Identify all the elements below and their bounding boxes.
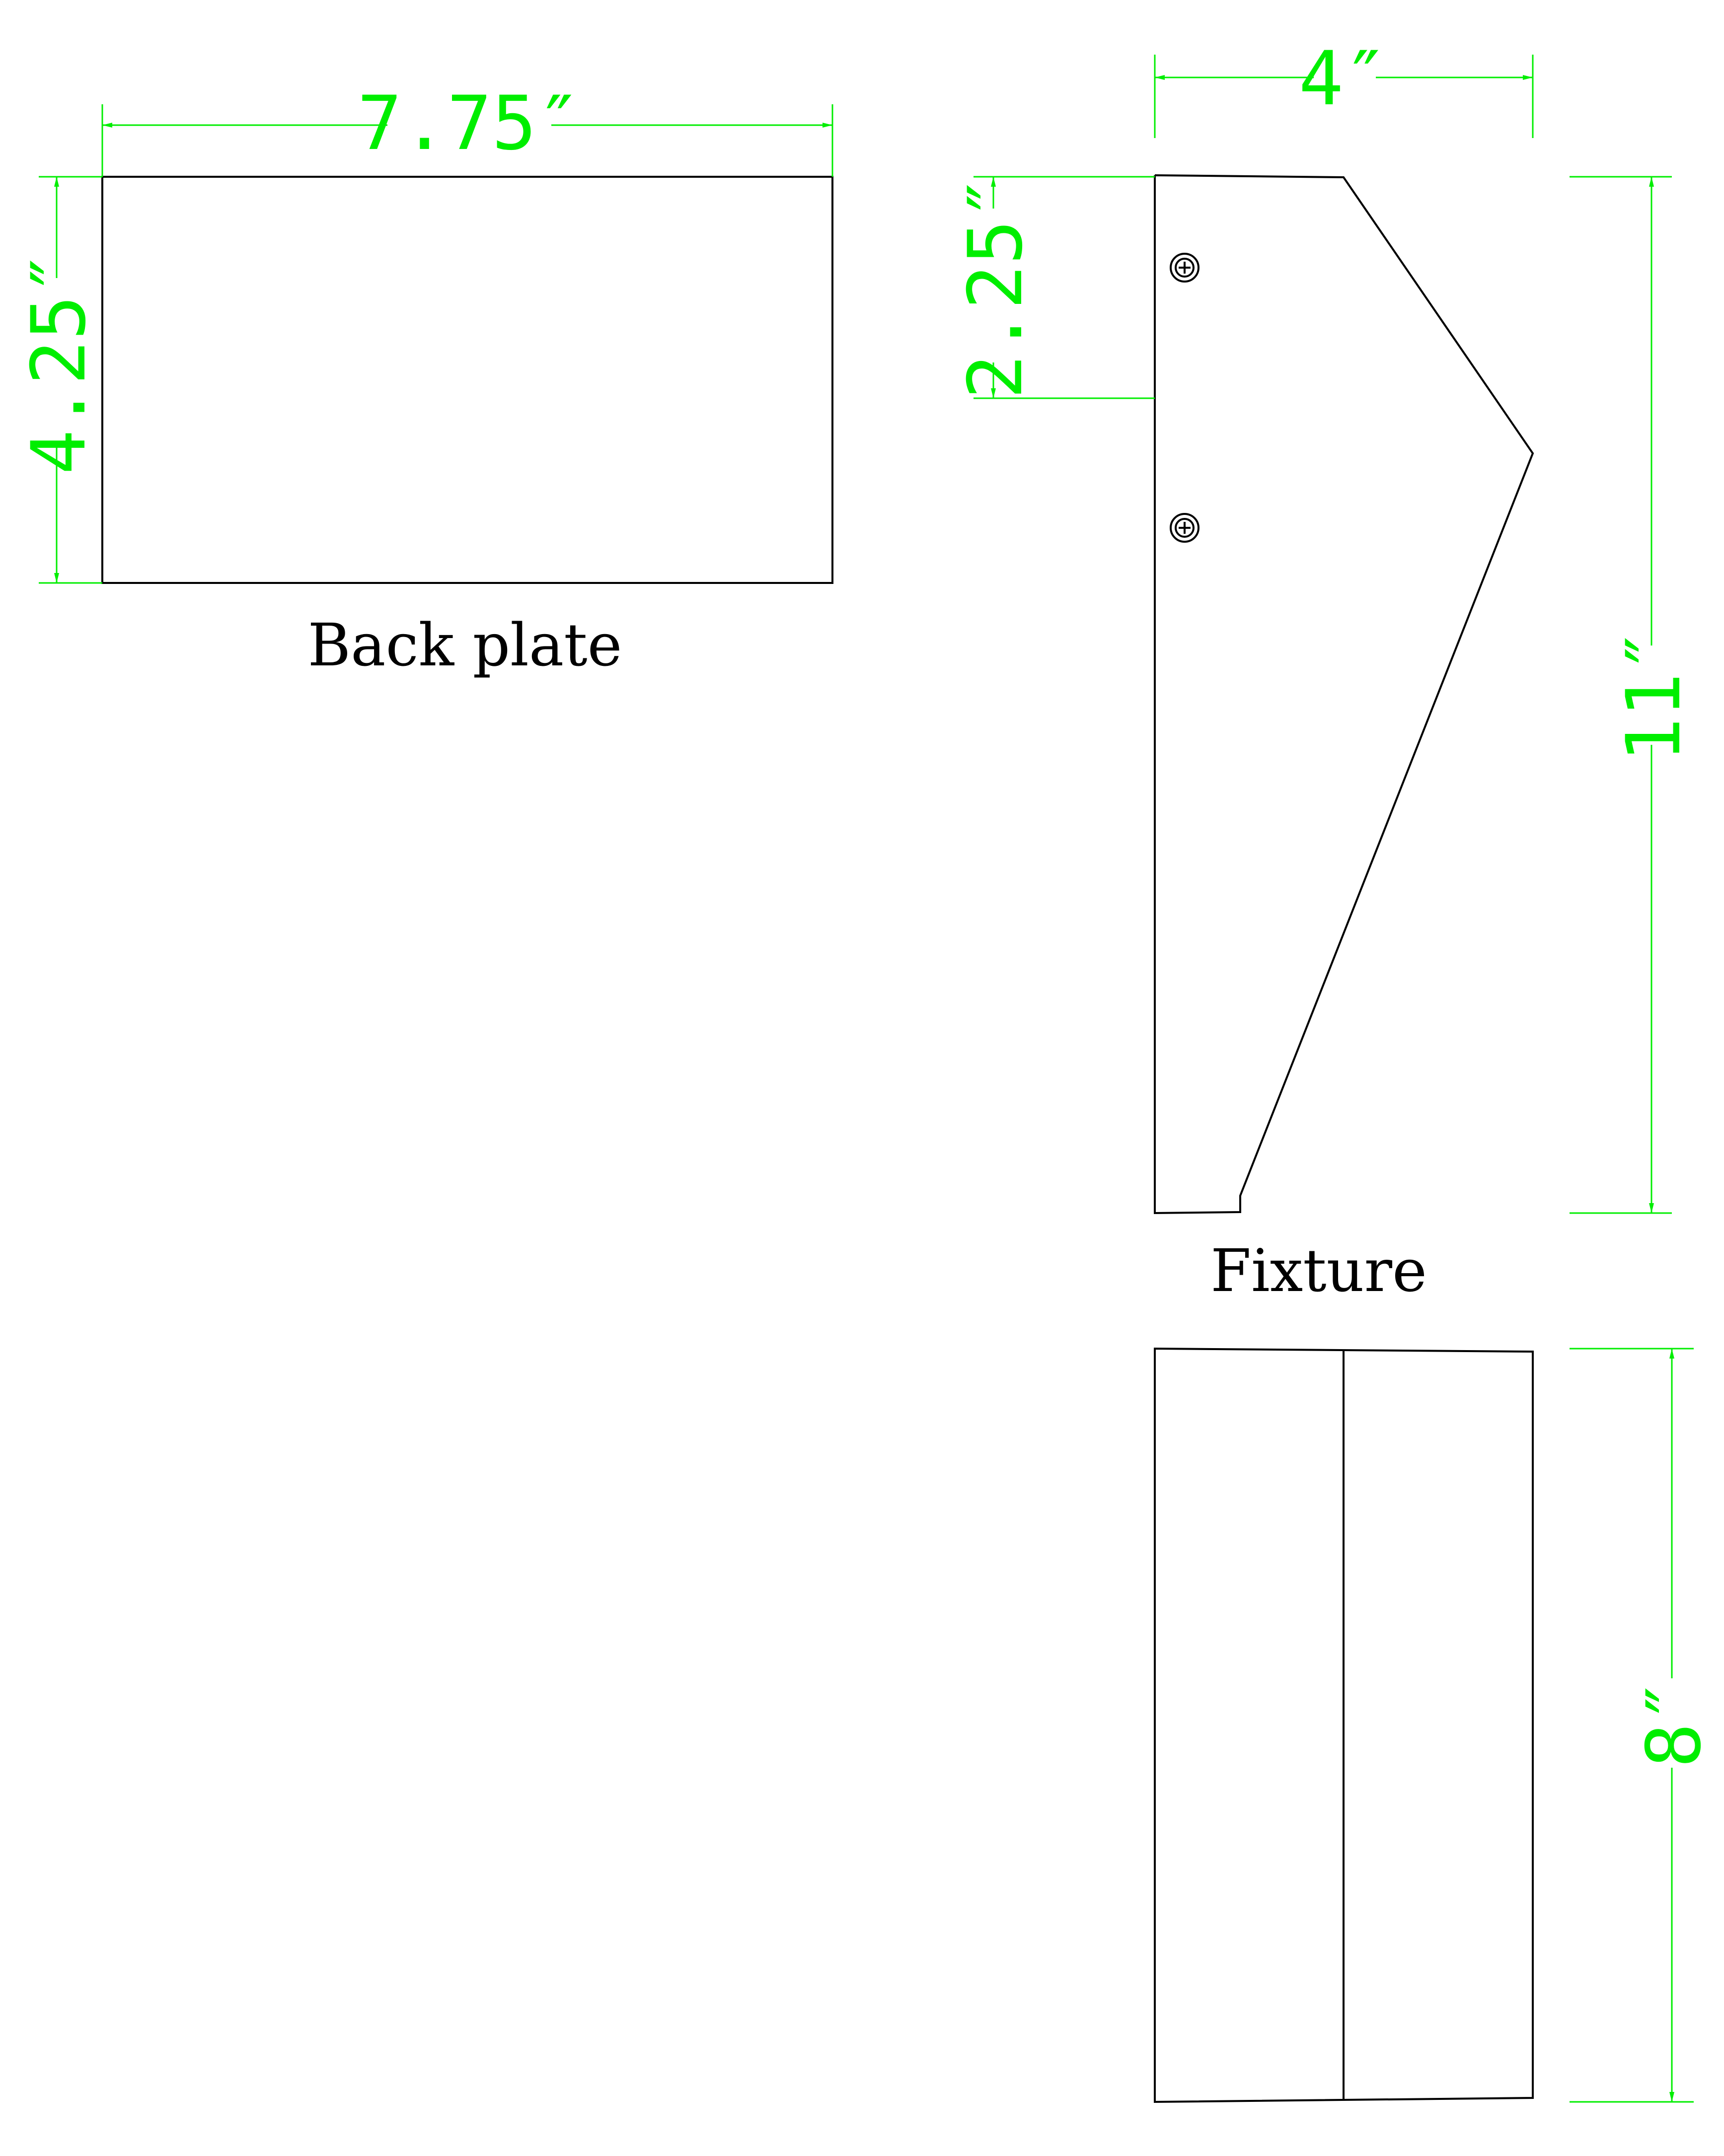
screw-icon xyxy=(1170,253,1199,283)
back-plate-outline xyxy=(101,176,833,584)
back-plate-height-dimension: 4.25″ xyxy=(16,176,102,584)
fixture-front-outline xyxy=(1154,1347,1534,2103)
fixture-height-dimension: 11″ xyxy=(1570,176,1697,1214)
mount-offset-dimension: 2.25″ xyxy=(953,175,1155,399)
back-plate-width-dimension: 7.75″ xyxy=(101,80,833,177)
back-plate-width-label: 7.75″ xyxy=(357,80,582,167)
screw-icon xyxy=(1170,513,1199,543)
back-plate-height-label: 4.25″ xyxy=(16,250,102,475)
fixture-label: Fixture xyxy=(1210,1236,1427,1305)
fixture-depth-dimension: 4″ xyxy=(1154,36,1534,138)
fixture-side-view: 4″ 2.25″ 11″ Fixture xyxy=(953,36,1697,1305)
fixture-height-label: 11″ xyxy=(1611,628,1697,763)
fixture-depth-label: 4″ xyxy=(1299,36,1389,122)
front-width-label: 8″ xyxy=(1631,1678,1718,1768)
front-width-dimension: 8″ xyxy=(1570,1348,1718,2103)
mount-offset-label: 2.25″ xyxy=(953,175,1039,399)
fixture-front-view: 8″ xyxy=(1154,1347,1718,2103)
back-plate-view: 7.75″ 4.25″ Back plate xyxy=(16,80,833,679)
back-plate-label: Back plate xyxy=(307,611,622,679)
fixture-side-outline xyxy=(1154,174,1534,1215)
